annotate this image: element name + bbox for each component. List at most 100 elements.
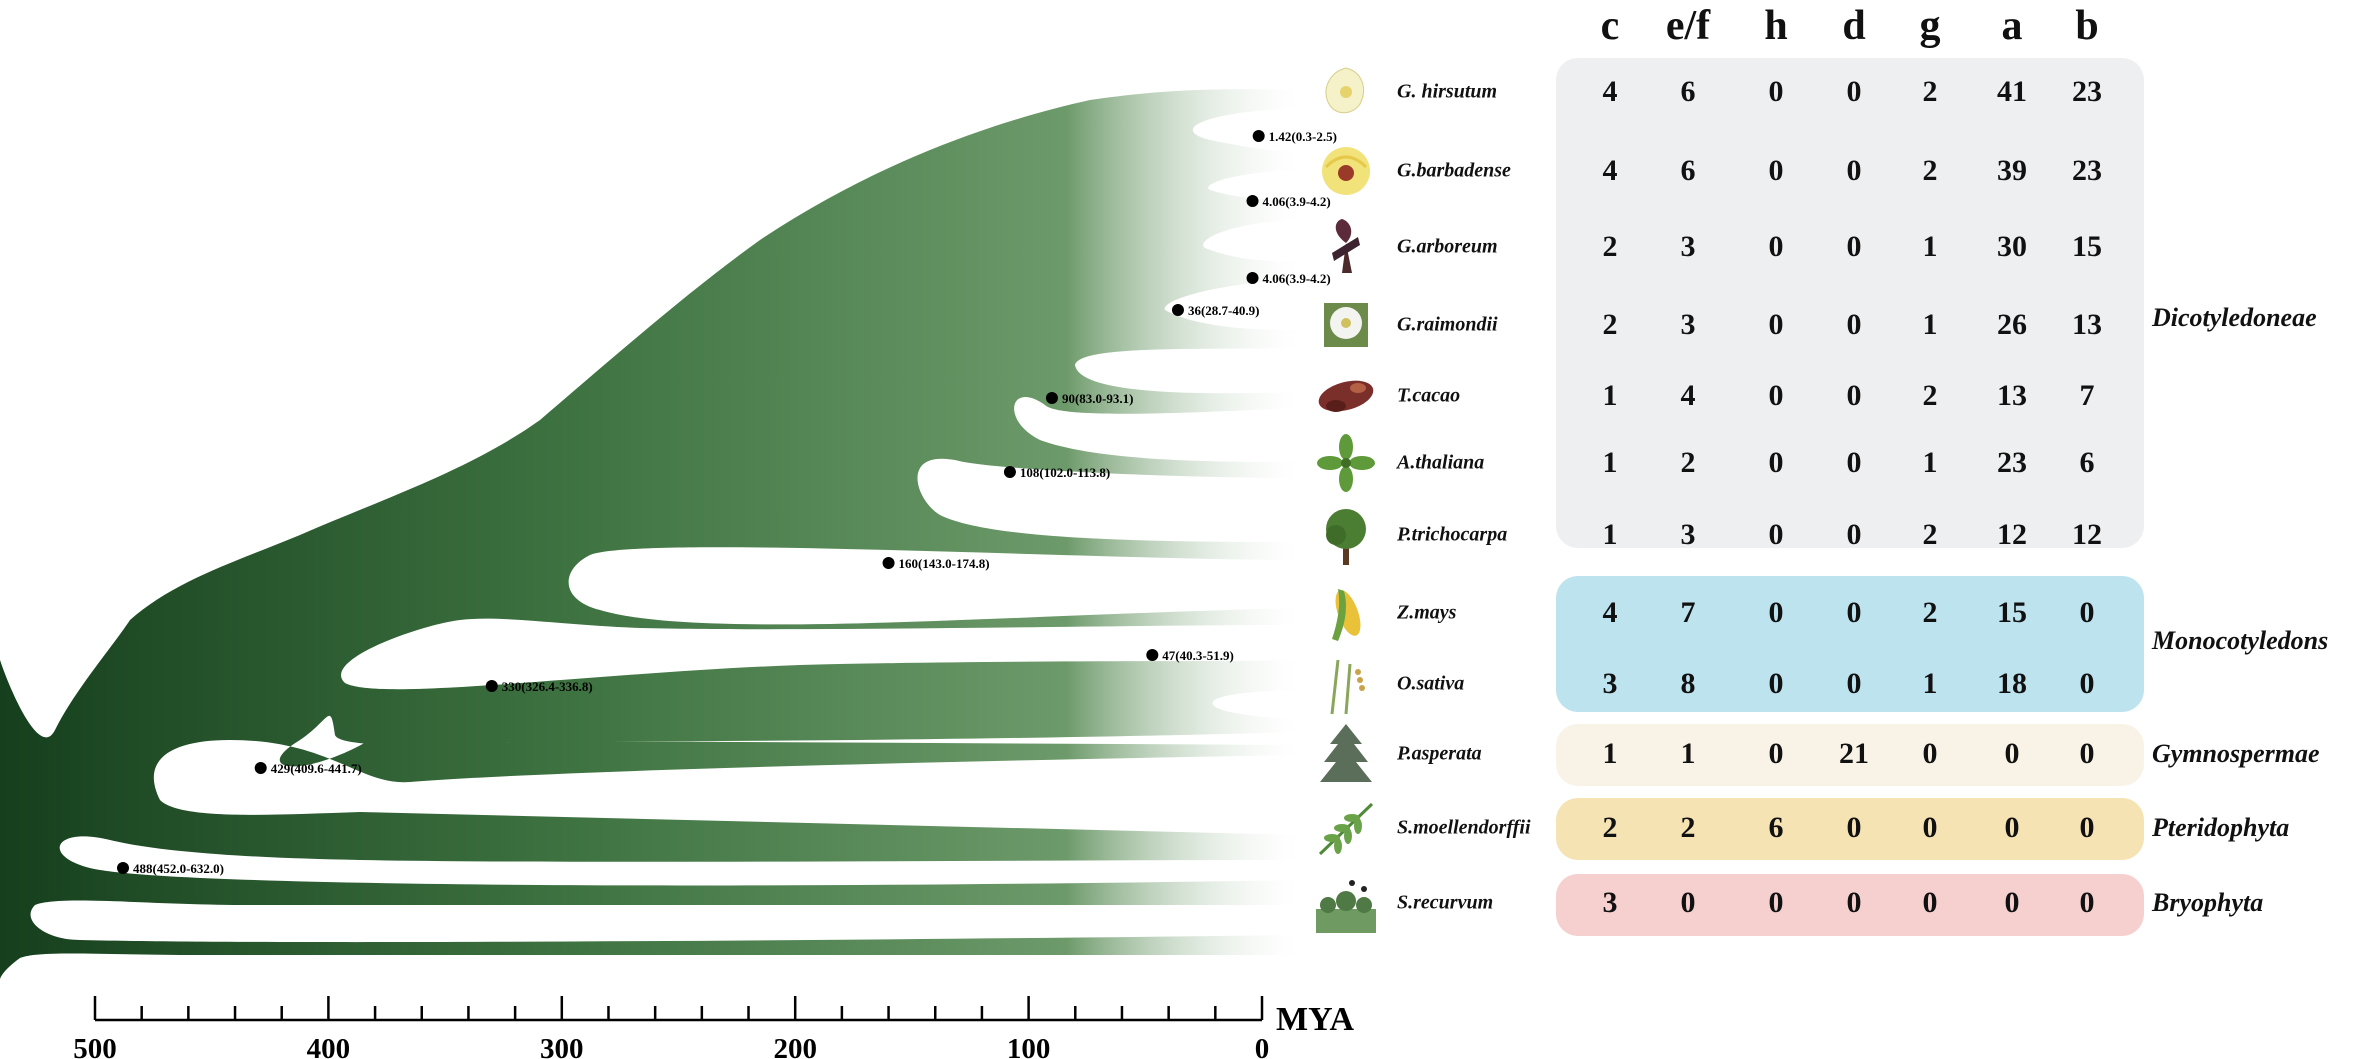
gene-count-cell: 0 (2004, 886, 2020, 919)
tree-branches (0, 89, 1300, 981)
gene-count-cell: 0 (1846, 75, 1862, 108)
gene-count-cell: 1 (1922, 446, 1938, 479)
group-label-pteridophyta: Pteridophyta (2152, 813, 2290, 842)
gene-count-cell: 41 (1997, 75, 2027, 108)
divergence-time-label: 429(409.6-441.7) (271, 761, 362, 776)
gene-count-cell: 3 (1680, 308, 1696, 341)
panel-pteridophyta (1556, 798, 2144, 860)
gene-count-cell: 7 (1680, 596, 1696, 629)
column-header: a (2001, 3, 2023, 49)
gene-count-cell: 7 (2079, 379, 2095, 412)
gene-count-cell: 30 (1997, 230, 2027, 263)
divergence-time-label: 1.42(0.3-2.5) (1269, 129, 1337, 144)
gene-count-cell: 0 (1846, 811, 1862, 844)
gene-count-cell: 1 (1602, 518, 1618, 551)
gene-count-cell: 0 (2004, 737, 2020, 770)
gene-count-cell: 2 (1602, 811, 1618, 844)
gene-count-cell: 0 (2079, 667, 2095, 700)
gene-count-cell: 13 (1997, 379, 2027, 412)
divergence-time-label: 160(143.0-174.8) (899, 556, 990, 571)
divergence-node-marker (485, 680, 498, 692)
gene-count-cell: 6 (1768, 811, 1784, 844)
species-name: G.barbadense (1397, 159, 1511, 182)
moss-icon (1312, 869, 1380, 937)
gene-count-cell: 15 (2072, 230, 2102, 263)
axis-tick-label: 500 (73, 1033, 117, 1059)
gene-count-cell: 6 (1680, 75, 1696, 108)
group-label-bryophyta: Bryophyta (2152, 888, 2264, 917)
gene-count-cell: 2 (1680, 811, 1696, 844)
column-header: e/f (1665, 3, 1711, 49)
gene-count-cell: 0 (1922, 811, 1938, 844)
gene-count-cell: 0 (1846, 596, 1862, 629)
gene-count-cell: 2 (1680, 446, 1696, 479)
divergence-node-marker (1171, 304, 1184, 316)
column-header: d (1842, 3, 1866, 49)
gene-count-cell: 0 (1768, 230, 1784, 263)
gene-count-cell: 12 (1997, 518, 2027, 551)
divergence-time-label: 108(102.0-113.8) (1020, 465, 1110, 480)
fern-icon (1312, 794, 1380, 862)
gene-count-cell: 0 (1846, 230, 1862, 263)
gene-count-cell: 4 (1680, 379, 1696, 412)
axis-unit-label: MYA (1276, 1001, 1355, 1038)
gene-count-cell: 1 (1680, 737, 1696, 770)
species-name: P.trichocarpa (1397, 523, 1508, 546)
species-name: G.raimondii (1397, 313, 1498, 336)
gene-count-cell: 0 (1846, 308, 1862, 341)
gene-count-cell: 0 (1768, 308, 1784, 341)
gene-count-cell: 0 (1768, 379, 1784, 412)
panel-dicotyledoneae (1556, 58, 2144, 548)
gene-count-cell: 0 (1768, 446, 1784, 479)
species-name: T.cacao (1397, 384, 1461, 407)
axis-tick-label: 200 (773, 1033, 817, 1059)
gene-count-cell: 2 (1922, 596, 1938, 629)
gene-count-cell: 4 (1602, 75, 1618, 108)
species-name: O.sativa (1397, 672, 1465, 695)
gene-count-cell: 1 (1922, 667, 1938, 700)
column-header: b (2075, 3, 2099, 49)
gene-count-cell: 1 (1602, 737, 1618, 770)
panel-monocotyledons (1556, 576, 2144, 712)
gene-count-cell: 3 (1602, 667, 1618, 700)
gene-count-cell: 0 (1846, 667, 1862, 700)
cotton-flower-icon (1312, 58, 1380, 126)
gene-count-cell: 0 (1846, 886, 1862, 919)
gene-count-cell: 0 (1846, 518, 1862, 551)
gene-count-cell: 1 (1602, 379, 1618, 412)
gene-count-cell: 1 (1922, 308, 1938, 341)
divergence-node-marker (254, 762, 267, 774)
gene-count-cell: 2 (1922, 154, 1938, 187)
group-label-dicotyledoneae: Dicotyledoneae (2152, 303, 2317, 332)
gene-count-cell: 26 (1997, 308, 2027, 341)
species-name: G. hirsutum (1397, 80, 1498, 103)
gene-count-cell: 0 (1922, 886, 1938, 919)
gene-count-cell: 0 (1846, 154, 1862, 187)
species-name: Z.mays (1397, 601, 1457, 624)
group-label-monocotyledons: Monocotyledons (2152, 626, 2329, 655)
gene-count-cell: 3 (1680, 518, 1696, 551)
gene-count-cell: 0 (2079, 886, 2095, 919)
gene-count-cell: 39 (1997, 154, 2027, 187)
white-flower-icon (1312, 291, 1380, 359)
gene-count-cell: 0 (1768, 518, 1784, 551)
gene-count-cell: 2 (1922, 75, 1938, 108)
dark-plant-icon (1312, 213, 1380, 281)
rosette-plant-icon (1312, 429, 1380, 497)
divergence-time-label: 90(83.0-93.1) (1062, 391, 1134, 406)
gene-count-cell: 8 (1680, 667, 1696, 700)
group-label-gymnospermae: Gymnospermae (2152, 739, 2320, 768)
gene-count-cell: 3 (1602, 886, 1618, 919)
divergence-node-marker (1045, 392, 1058, 404)
gene-count-cell: 1 (1922, 230, 1938, 263)
species-name: A.thaliana (1397, 451, 1485, 474)
gene-count-cell: 2 (1602, 230, 1618, 263)
gene-count-cell: 0 (1768, 737, 1784, 770)
species-name: S.moellendorffii (1397, 816, 1531, 839)
divergence-node-marker (1003, 466, 1016, 478)
species-name: G.arboreum (1397, 235, 1498, 258)
species-name: P.asperata (1397, 742, 1482, 765)
axis-tick-label: 0 (1255, 1033, 1270, 1059)
gene-count-cell: 0 (1846, 446, 1862, 479)
gene-count-cell: 1 (1602, 446, 1618, 479)
